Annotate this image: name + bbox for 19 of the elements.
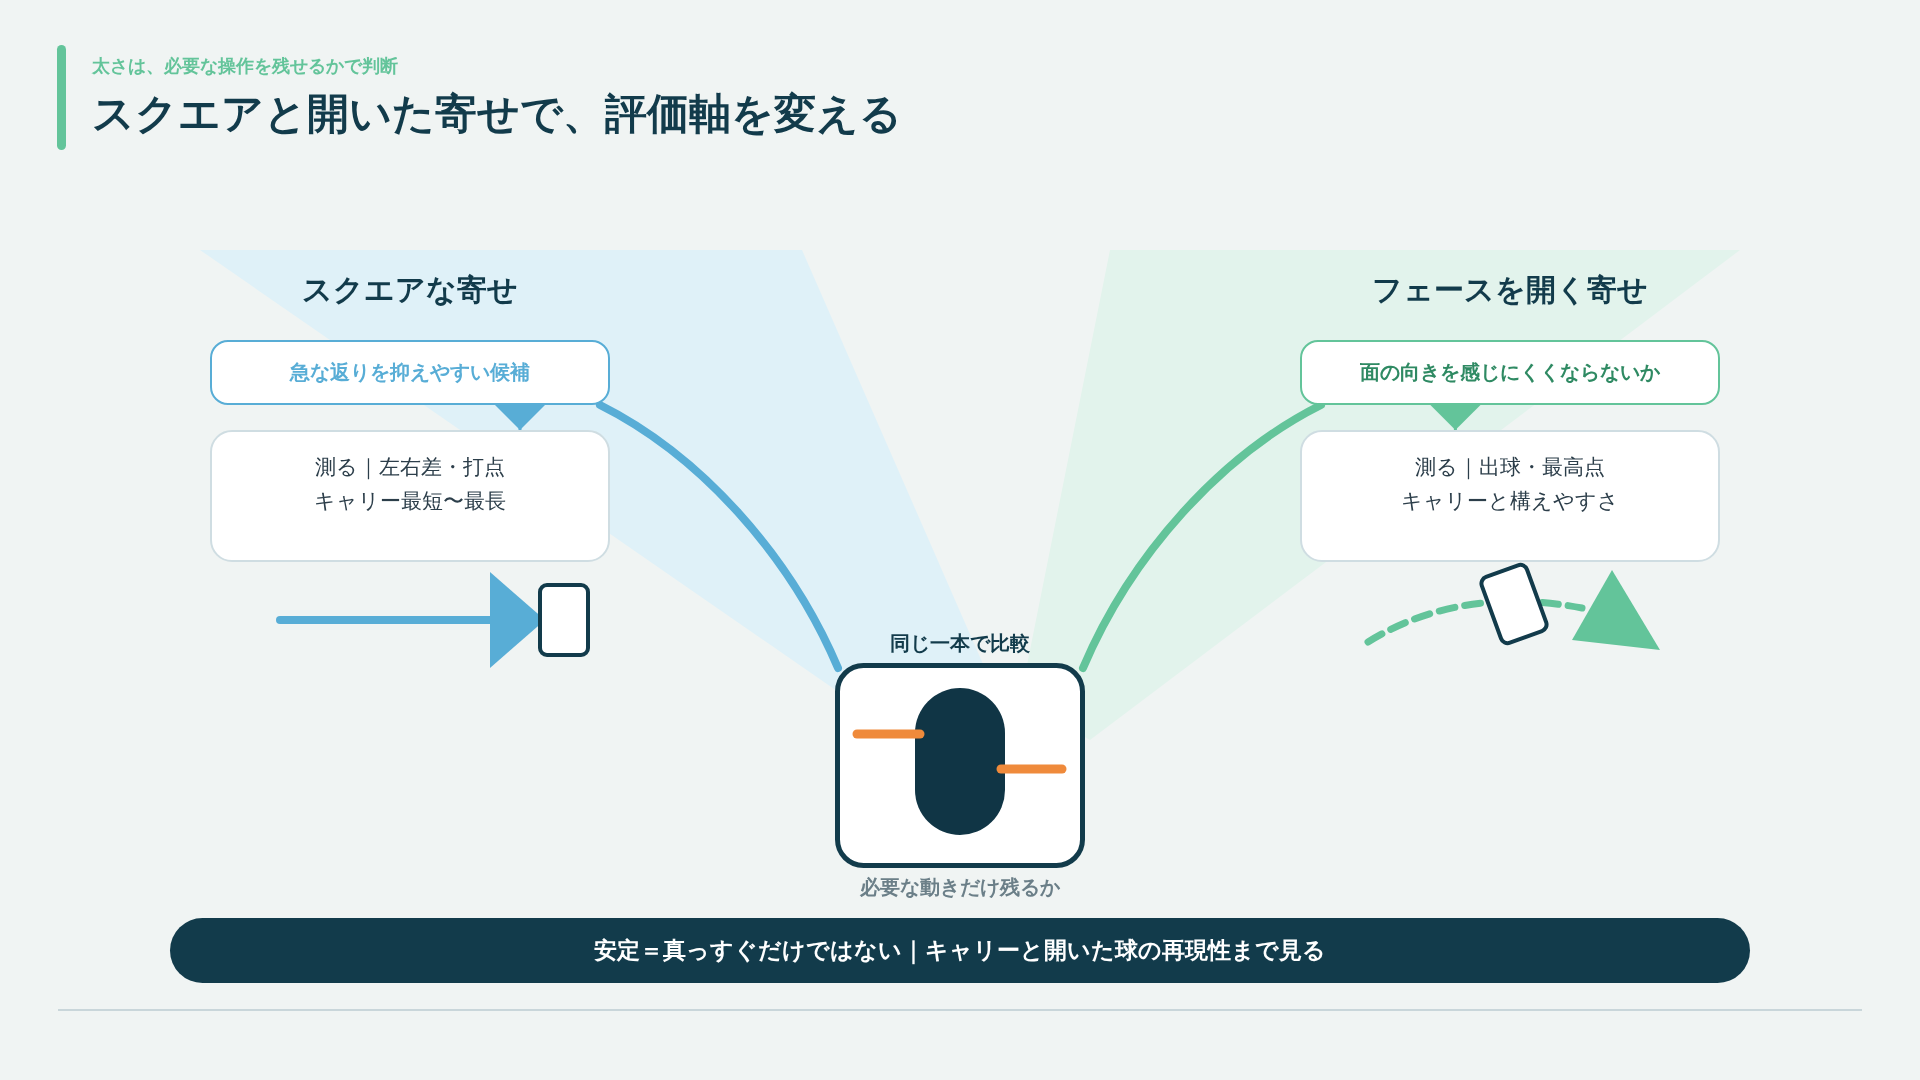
card-text: 測る｜出球・最高点 xyxy=(1415,454,1605,482)
callout-text: 面の向きを感じにくくならないか xyxy=(1360,359,1660,386)
title-text: スクエアと開いた寄せで、評価軸を変える xyxy=(92,88,902,140)
info-card xyxy=(210,430,610,562)
banner-text: 安定＝真っすぐだけではない｜キャリーと開いた球の再現性まで見る xyxy=(594,936,1326,966)
card-text: キャリーと構えやすさ xyxy=(1401,488,1619,515)
arrow xyxy=(494,403,546,432)
connector-line xyxy=(596,401,842,672)
card-text: キャリー最短〜最長 xyxy=(314,488,506,515)
section-heading: スクエアな寄せ xyxy=(301,271,519,309)
arrow xyxy=(1429,403,1482,432)
caption-text: 必要な動きだけ残るか xyxy=(859,874,1061,901)
kicker-text: 太さは、必要な操作を残せるかで判断 xyxy=(92,54,398,78)
section-heading: フェースを開く寄せ xyxy=(1371,271,1649,309)
card-text: 測る｜左右差・打点 xyxy=(315,454,505,482)
callout-box xyxy=(1300,340,1720,405)
callout-box xyxy=(210,340,610,405)
callout-text: 急な返りを抑えやすい候補 xyxy=(290,359,530,386)
card-heading: 同じ一本で比較 xyxy=(890,630,1030,657)
